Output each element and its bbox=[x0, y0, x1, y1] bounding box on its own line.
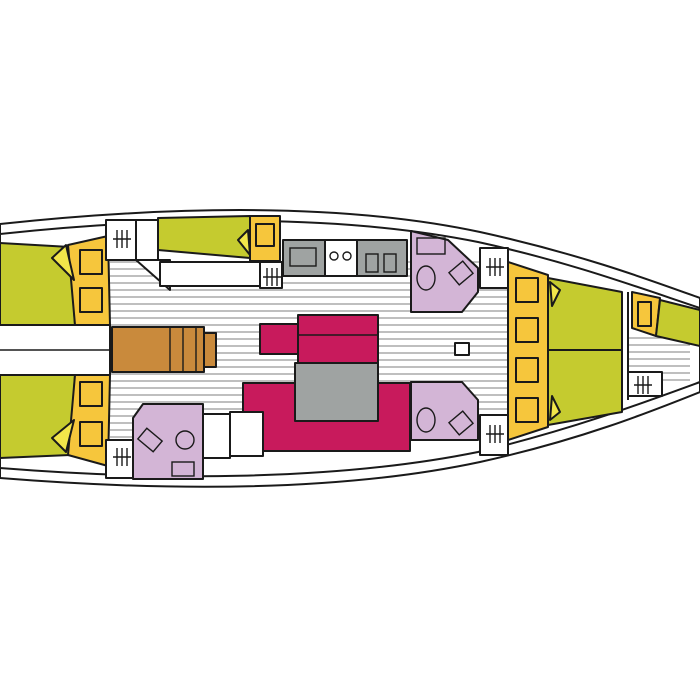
toilet-icon bbox=[416, 407, 436, 433]
hatch bbox=[479, 247, 509, 289]
aft-port-locker bbox=[79, 287, 103, 313]
ladder-icon bbox=[263, 268, 281, 286]
locker bbox=[515, 277, 539, 303]
ladder-icon bbox=[113, 230, 131, 248]
locker bbox=[637, 301, 652, 327]
fwd-bench bbox=[507, 261, 549, 441]
head-fwd-stbd[interactable] bbox=[410, 381, 479, 441]
cabinet bbox=[202, 413, 231, 459]
hatch bbox=[105, 219, 137, 261]
sink-icon bbox=[136, 427, 164, 453]
sink-icon bbox=[383, 253, 397, 273]
shower-icon bbox=[447, 410, 475, 436]
fwd-berth-stbd bbox=[547, 349, 623, 426]
galley-counter[interactable] bbox=[282, 239, 326, 277]
companionway-steps[interactable] bbox=[111, 326, 205, 373]
aft-port-locker bbox=[79, 249, 103, 275]
locker bbox=[255, 223, 275, 247]
head-aft[interactable] bbox=[132, 403, 204, 480]
saloon-settee-top[interactable] bbox=[297, 314, 379, 364]
locker bbox=[515, 317, 539, 343]
ladder-icon bbox=[634, 376, 652, 394]
cushion bbox=[549, 281, 561, 307]
aft-port-cushion bbox=[51, 244, 75, 281]
stove-icon bbox=[342, 251, 352, 261]
galley-sink-counter[interactable] bbox=[356, 239, 408, 277]
forepeak-berth bbox=[655, 299, 700, 347]
shower-tray bbox=[171, 461, 195, 477]
fridge-lid bbox=[289, 247, 317, 267]
ladder-icon bbox=[486, 425, 504, 443]
pilot-bench bbox=[249, 215, 281, 262]
locker bbox=[515, 357, 539, 383]
shelf bbox=[159, 261, 261, 287]
hatch bbox=[259, 261, 283, 289]
aft-stbd-locker bbox=[79, 381, 103, 407]
sink-icon bbox=[365, 253, 379, 273]
ladder-icon bbox=[486, 258, 504, 276]
saloon-table[interactable] bbox=[294, 362, 379, 422]
hatch bbox=[479, 414, 509, 456]
aft-stbd-cushion bbox=[51, 419, 75, 453]
pilot-berth bbox=[157, 215, 251, 259]
cushion bbox=[549, 395, 561, 421]
stove-icon bbox=[329, 251, 339, 261]
toilet-icon bbox=[416, 265, 436, 291]
ladder-icon bbox=[113, 448, 131, 466]
mast-step bbox=[454, 342, 470, 356]
head-fwd-port[interactable] bbox=[410, 230, 479, 313]
sink-icon bbox=[416, 237, 446, 255]
locker bbox=[515, 397, 539, 423]
hatch bbox=[135, 219, 159, 261]
shower-icon bbox=[447, 260, 475, 286]
hatch bbox=[627, 371, 663, 397]
toilet-icon bbox=[175, 430, 195, 450]
settee-cushion bbox=[259, 323, 299, 355]
hatch bbox=[105, 439, 135, 479]
companionway-step bbox=[203, 332, 217, 368]
aft-stbd-locker bbox=[79, 421, 103, 447]
cushion bbox=[237, 229, 251, 256]
cabinet bbox=[229, 411, 264, 457]
